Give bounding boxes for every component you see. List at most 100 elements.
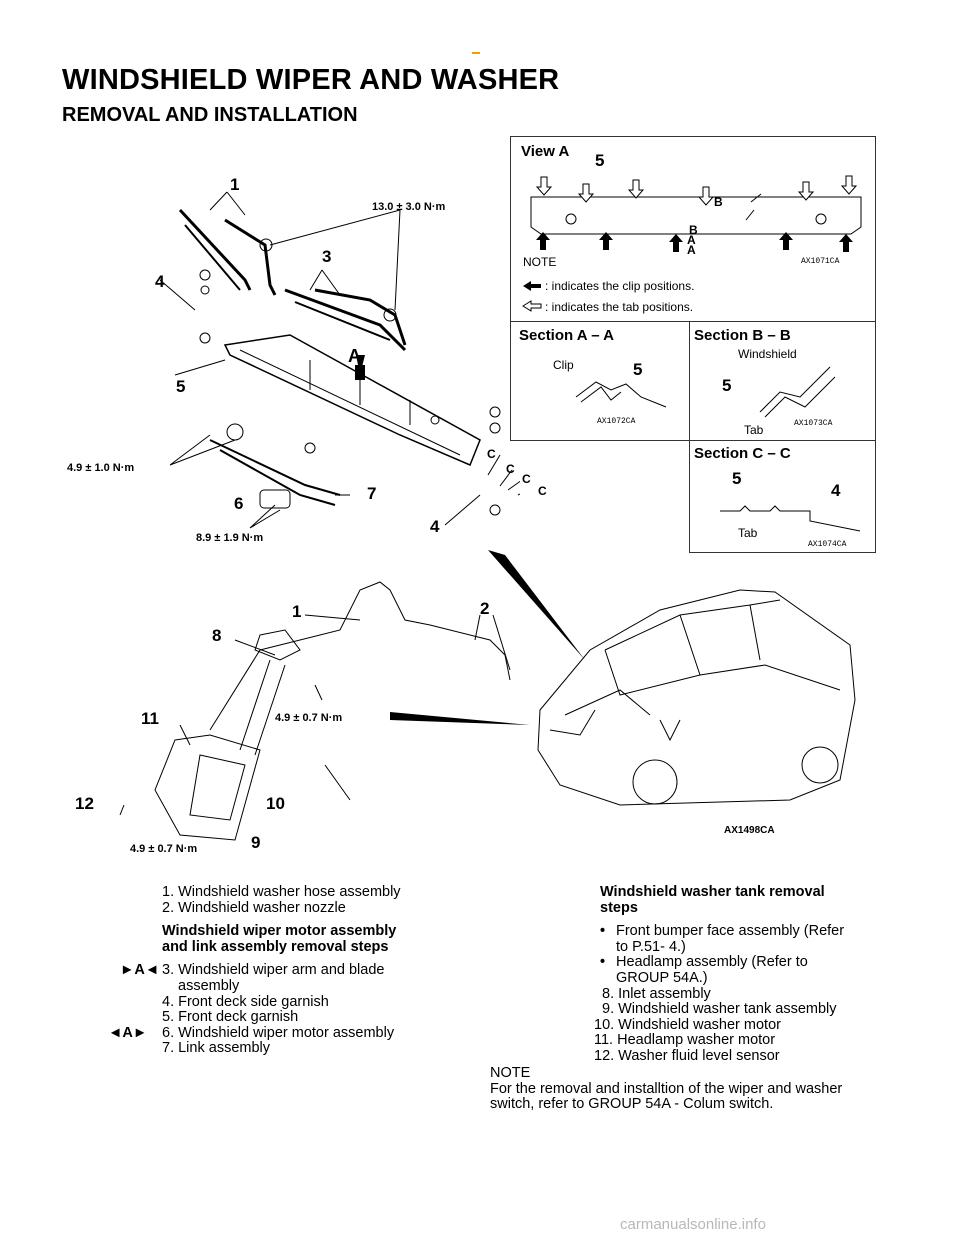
tab-arrow-icon: [522, 300, 542, 312]
section-cc-drawing: [720, 505, 861, 532]
view-a-code: AX1071CA: [801, 257, 840, 266]
wiper-linkage: [209, 423, 341, 509]
torque-label-2: 4.9 ± 1.0 N·m: [67, 462, 135, 474]
panel-section-bb: Section B – B Windshield 5 Tab AX1073CA: [689, 321, 876, 441]
parts-list-right: Windshield washer tank removal steps • F…: [580, 884, 890, 1065]
view-a-b2: B: [714, 195, 723, 209]
list-item: 3. Windshield wiper arm and blade: [162, 962, 385, 979]
list-item: 12. Washer fluid level sensor: [594, 1047, 780, 1064]
bullet-icon: •: [600, 923, 606, 940]
list-heading: steps: [600, 899, 638, 916]
callout-5: 5: [176, 377, 186, 396]
note-label: NOTE: [490, 1065, 531, 1081]
list-item: 1. Windshield washer hose assembly: [162, 884, 401, 900]
callout-c4: C: [538, 484, 547, 498]
bullet-icon: •: [600, 954, 606, 971]
view-a-note: NOTE: [523, 255, 557, 269]
callout-10: 10: [266, 794, 285, 813]
list-item: 7. Link assembly: [162, 1040, 270, 1057]
wiper-arm-left: [178, 208, 277, 296]
wiper-arm-right: [284, 288, 407, 352]
section-cc-code: AX1074CA: [808, 540, 847, 549]
section-bb-code: AX1073CA: [794, 419, 833, 428]
pointer-wedge-upper: [488, 550, 585, 660]
wiper-exploded-diagram: [159, 191, 520, 529]
callout-11: 11: [141, 709, 159, 728]
section-bb-title: Section B – B: [694, 327, 791, 344]
view-a-b1: B: [689, 223, 698, 237]
list-item: 11. Headlamp washer motor: [594, 1032, 776, 1049]
page-subtitle: REMOVAL AND INSTALLATION: [62, 104, 358, 126]
view-a-title: View A: [521, 143, 570, 160]
figure-code: AX1498CA: [724, 825, 775, 836]
install-mark-a: ►A◄: [120, 962, 160, 979]
callout-view-a: A: [348, 346, 361, 366]
callout-8: 8: [212, 626, 222, 645]
callout-7: 7: [367, 484, 377, 503]
callout-c2: C: [506, 462, 515, 476]
callout-4b: 4: [430, 517, 440, 536]
section-bb-callout-5: 5: [722, 376, 732, 395]
section-bb-windshield-label: Windshield: [738, 347, 797, 361]
list-heading: and link assembly removal steps: [162, 938, 389, 955]
front-deck-garnish: [223, 334, 481, 466]
washer-vehicle-diagram: [119, 550, 856, 841]
watermark: carmanualsonline.info: [620, 1216, 766, 1233]
section-cc-tab-label: Tab: [738, 526, 758, 540]
view-a-tab-note: : indicates the tab positions.: [545, 300, 694, 314]
torque-label-3: 8.9 ± 1.9 N·m: [196, 532, 264, 544]
section-cc-callout-5: 5: [732, 469, 742, 488]
section-aa-callout-5: 5: [633, 360, 643, 379]
section-cc-callout-4: 4: [831, 481, 841, 500]
clip-arrow-icon: [523, 281, 541, 291]
callout-12: 12: [75, 794, 94, 813]
list-item: 8. Inlet assembly: [602, 985, 711, 1002]
header-accent-mark: [472, 52, 480, 54]
list-heading: Windshield wiper motor assembly: [162, 923, 397, 940]
section-aa-code: AX1072CA: [597, 417, 636, 426]
note-block: NOTE For the removal and installtion of …: [490, 1065, 910, 1113]
list-item: 2. Windshield washer nozzle: [162, 899, 346, 916]
section-aa-drawing: [575, 381, 667, 408]
section-aa-clip-label: Clip: [553, 358, 574, 372]
list-item: 5. Front deck garnish: [162, 1009, 299, 1026]
callout-9: 9: [251, 833, 261, 852]
section-bb-tab-label: Tab: [744, 423, 764, 437]
callout-c1: C: [487, 447, 496, 461]
list-item: 10. Windshield washer motor: [594, 1016, 781, 1033]
vehicle-outline: [537, 589, 856, 806]
view-a-drawing: [530, 175, 862, 252]
section-bb-drawing: [759, 366, 836, 418]
pointer-wedge-lower: [390, 712, 530, 725]
section-cc-title: Section C – C: [694, 445, 791, 462]
note-line: switch, refer to GROUP 54A - Colum switc…: [490, 1096, 774, 1113]
view-a-a2: A: [687, 243, 696, 257]
remove-mark-a: ◄A►: [108, 1024, 148, 1041]
list-item: 4. Front deck side garnish: [162, 993, 329, 1010]
torque-label-4: 4.9 ± 0.7 N·m: [275, 712, 343, 724]
callout-3a: 1: [230, 175, 240, 194]
list-item: assembly: [178, 977, 240, 994]
list-item: Front bumper face assembly (Refer: [616, 923, 845, 940]
view-a-callout-5: 5: [595, 151, 605, 170]
list-item: Headlamp assembly (Refer to: [616, 954, 808, 971]
list-item: GROUP 54A.): [616, 969, 708, 986]
list-item: 9. Windshield washer tank assembly: [602, 1001, 837, 1018]
panel-section-aa: Section A – A Clip 5 AX1072CA: [510, 321, 690, 441]
panel-view-a: View A 5 B B A A NOTE AX1071CA : indicat…: [510, 136, 876, 322]
page-title: WINDSHIELD WIPER AND WASHER: [62, 64, 560, 96]
view-a-a1: A: [687, 233, 696, 247]
callout-2: 2: [480, 599, 490, 618]
callout-c3: C: [522, 472, 531, 486]
parts-list-left: 1. Windshield washer hose assembly 2. Wi…: [108, 884, 450, 1057]
torque-label-1: 13.0 ± 3.0 N·m: [372, 201, 446, 213]
torque-label-5: 4.9 ± 0.7 N·m: [130, 843, 198, 855]
list-item: 6. Windshield wiper motor assembly: [162, 1024, 395, 1041]
view-a-clip-note: : indicates the clip positions.: [545, 279, 695, 293]
section-aa-title: Section A – A: [519, 327, 615, 344]
list-heading: Windshield washer tank removal: [600, 884, 825, 900]
callout-3b: 3: [322, 247, 332, 266]
note-line: For the removal and installtion of the w…: [490, 1080, 843, 1097]
callout-4a: 4: [155, 272, 165, 291]
callout-6: 6: [234, 494, 244, 513]
